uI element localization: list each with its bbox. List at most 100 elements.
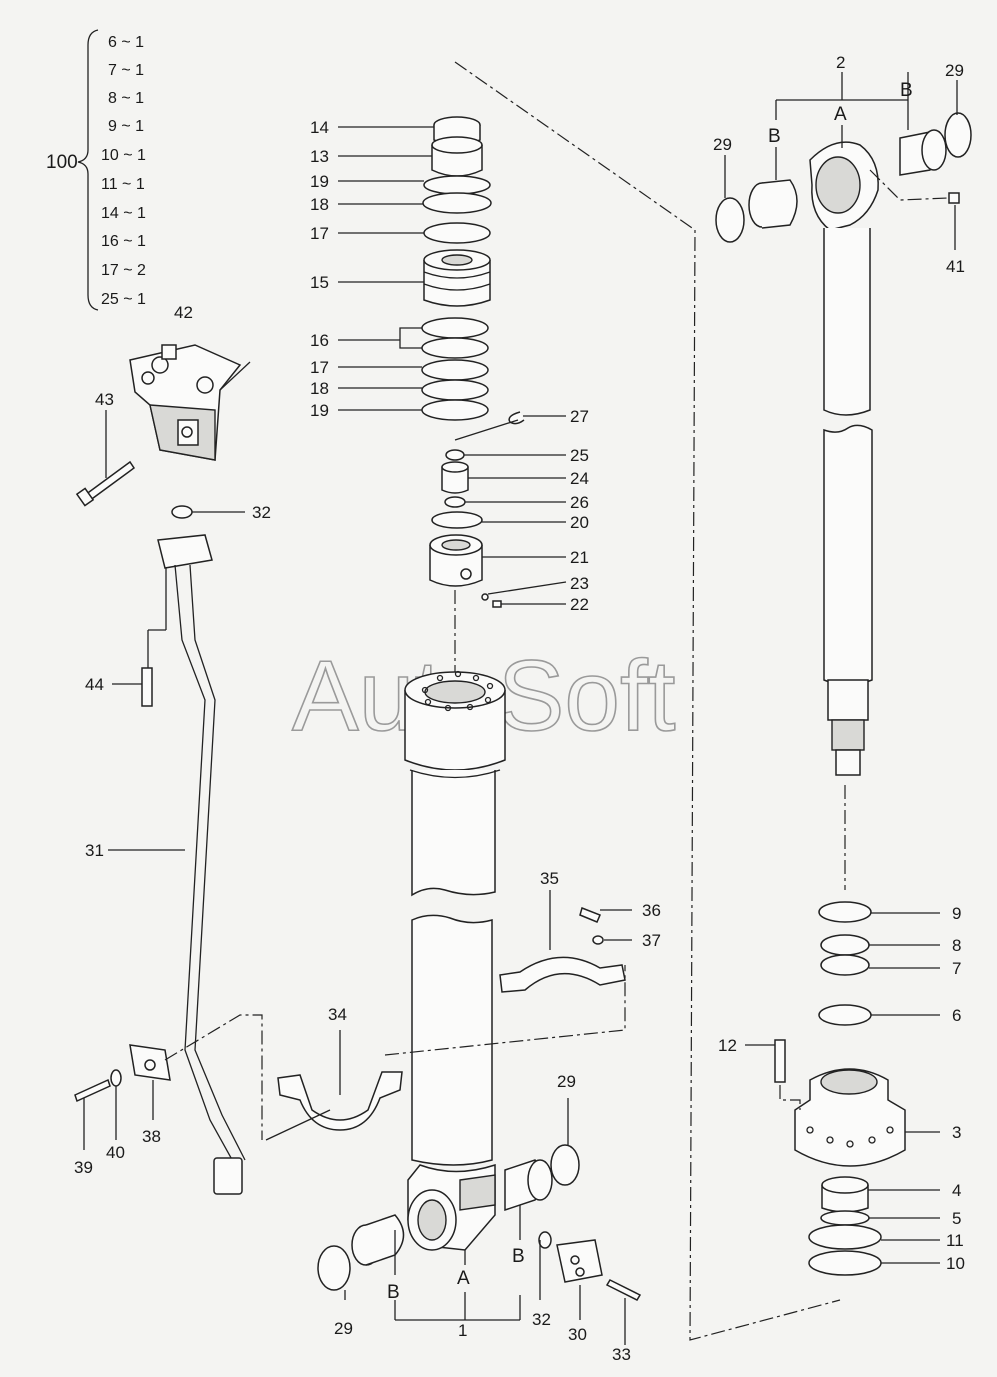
ab-brackets-top: [724, 72, 958, 198]
bolt-36: [579, 907, 632, 923]
callout-29-top-right: 29: [945, 61, 964, 80]
kit-number: 100: [46, 152, 78, 173]
callout-33: 33: [612, 1345, 631, 1364]
callout-16: 16: [310, 331, 329, 350]
bolt-39: [74, 1078, 111, 1150]
callout-19: 19: [310, 172, 329, 191]
callout-14: 14: [310, 118, 329, 137]
clamp-35: [499, 890, 626, 993]
bolt-43: [75, 410, 136, 507]
callout-24: 24: [570, 469, 589, 488]
ring-6: [818, 1004, 872, 1026]
ring-9: [818, 901, 872, 923]
callout-29-bottom: 29: [334, 1319, 353, 1338]
callout-17: 17: [310, 224, 329, 243]
bushing-b-left: [351, 1214, 405, 1266]
bolt-33: [605, 1279, 642, 1345]
kit-item: 25 ~ 1: [101, 291, 146, 308]
oring-25: [445, 449, 465, 461]
callout-31: 31: [85, 841, 104, 860]
ring-29-top-left: [715, 197, 745, 243]
callout-18: 18: [310, 195, 329, 214]
assembly-outline: [454, 61, 841, 1341]
bushing-b-right: [504, 1159, 553, 1212]
kit-item: 8 ~ 1: [108, 90, 144, 107]
clamp-38: [129, 1044, 171, 1120]
oring-32b: [538, 1231, 552, 1249]
ring-17b: [421, 359, 489, 381]
valve-block-42: [129, 344, 251, 461]
letter-a-bottom: A: [457, 1268, 470, 1289]
kit-item: 16 ~ 1: [101, 233, 146, 250]
callout-5: 5: [952, 1209, 961, 1228]
callout-15: 15: [310, 273, 329, 292]
callout-41: 41: [946, 257, 965, 276]
callout-8: 8: [952, 936, 961, 955]
callout-6: 6: [952, 1006, 961, 1025]
callout-18b: 18: [310, 379, 329, 398]
ball-23: [481, 593, 489, 601]
piston-15: [423, 249, 491, 307]
callout-40: 40: [106, 1143, 125, 1162]
cylinder-tube: [404, 670, 506, 1251]
ring-11: [808, 1224, 882, 1250]
rod-2: [809, 141, 879, 776]
ring-16b: [421, 337, 489, 359]
kit-item: 11 ~ 1: [101, 176, 145, 193]
screw-22: [492, 600, 502, 608]
letter-b-top-left: B: [768, 126, 781, 147]
callout-26: 26: [570, 493, 589, 512]
clamp-34: [265, 965, 626, 1141]
callout-12: 12: [718, 1036, 737, 1055]
callout-22: 22: [570, 595, 589, 614]
bushing-b-top-right: [899, 129, 947, 176]
callout-21: 21: [570, 548, 589, 567]
ring-8: [820, 934, 870, 956]
callout-37: 37: [642, 931, 661, 950]
ring-16: [421, 317, 489, 339]
bushing-4: [821, 1176, 869, 1213]
callout-17b: 17: [310, 358, 329, 377]
letter-b-top-right: B: [900, 80, 913, 101]
callout-4: 4: [952, 1181, 961, 1200]
ring-5: [820, 1210, 870, 1226]
washer-20: [431, 511, 483, 529]
callout-43: 43: [95, 390, 114, 409]
ring-18: [422, 192, 492, 214]
pipe-31: [147, 534, 246, 1195]
callout-19b: 19: [310, 401, 329, 420]
callout-20: 20: [570, 513, 589, 532]
kit-item: 10 ~ 1: [101, 147, 146, 164]
ring-29-left: [317, 1245, 351, 1291]
grease-fitting-41: [948, 192, 960, 204]
callout-44: 44: [85, 675, 104, 694]
oring-32: [171, 505, 193, 519]
kit-brace: 100 6 ~ 1 7 ~ 1 8 ~ 1 9 ~ 1 10 ~ 1 11 ~ …: [46, 29, 146, 311]
callout-3: 3: [952, 1123, 961, 1142]
callout-32: 32: [252, 503, 271, 522]
callout-39: 39: [74, 1158, 93, 1177]
ring-29-right: [550, 1144, 580, 1186]
ring-17: [423, 222, 491, 244]
letter-b-bottom-right: B: [512, 1246, 525, 1267]
kit-item: 9 ~ 1: [108, 118, 144, 135]
ring-19: [423, 175, 491, 195]
ring-26: [444, 496, 466, 508]
callout-38: 38: [142, 1127, 161, 1146]
callout-9: 9: [952, 904, 961, 923]
callout-7: 7: [952, 959, 961, 978]
clamp-30: [556, 1239, 603, 1283]
callout-13: 13: [310, 147, 329, 166]
callout-1: 1: [458, 1321, 467, 1340]
callout-30: 30: [568, 1325, 587, 1344]
callout-34: 34: [328, 1005, 347, 1024]
callout-23: 23: [570, 574, 589, 593]
callout-29-mid: 29: [557, 1072, 576, 1091]
callout-10: 10: [946, 1254, 965, 1273]
ring-7: [820, 954, 870, 976]
nut-21: [429, 534, 483, 587]
bolt-12: [745, 1039, 786, 1083]
letter-b-bottom-left: B: [387, 1282, 400, 1303]
